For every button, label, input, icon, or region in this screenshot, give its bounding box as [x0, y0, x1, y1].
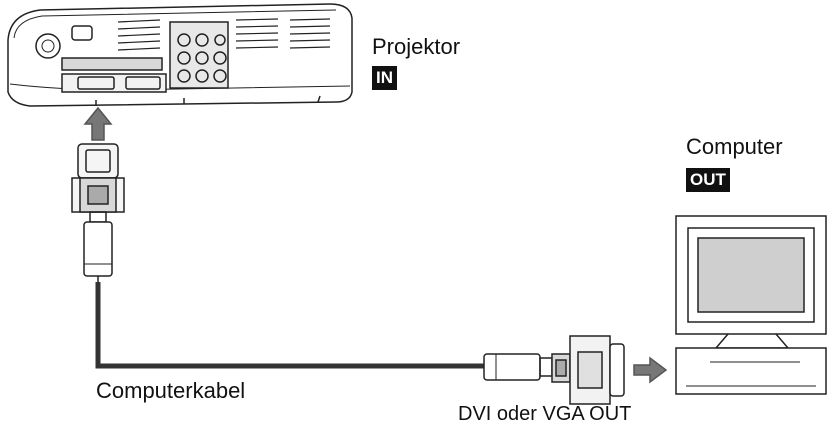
vga-connector-projector-end	[71, 143, 125, 282]
projector-in-badge: IN	[372, 66, 397, 90]
computer-cable	[95, 282, 484, 369]
arrow-up-icon	[83, 106, 113, 141]
connector-label: DVI oder VGA OUT	[458, 403, 632, 425]
computer-label: Computer	[686, 134, 783, 159]
projector-illustration	[7, 3, 353, 107]
dvi-vga-connector	[483, 335, 625, 405]
computer-illustration	[675, 215, 827, 395]
projector-label: Projektor	[372, 34, 461, 59]
arrow-right-icon	[633, 356, 668, 384]
computer-out-badge: OUT	[686, 168, 730, 192]
cable-label: Computerkabel	[96, 378, 246, 403]
